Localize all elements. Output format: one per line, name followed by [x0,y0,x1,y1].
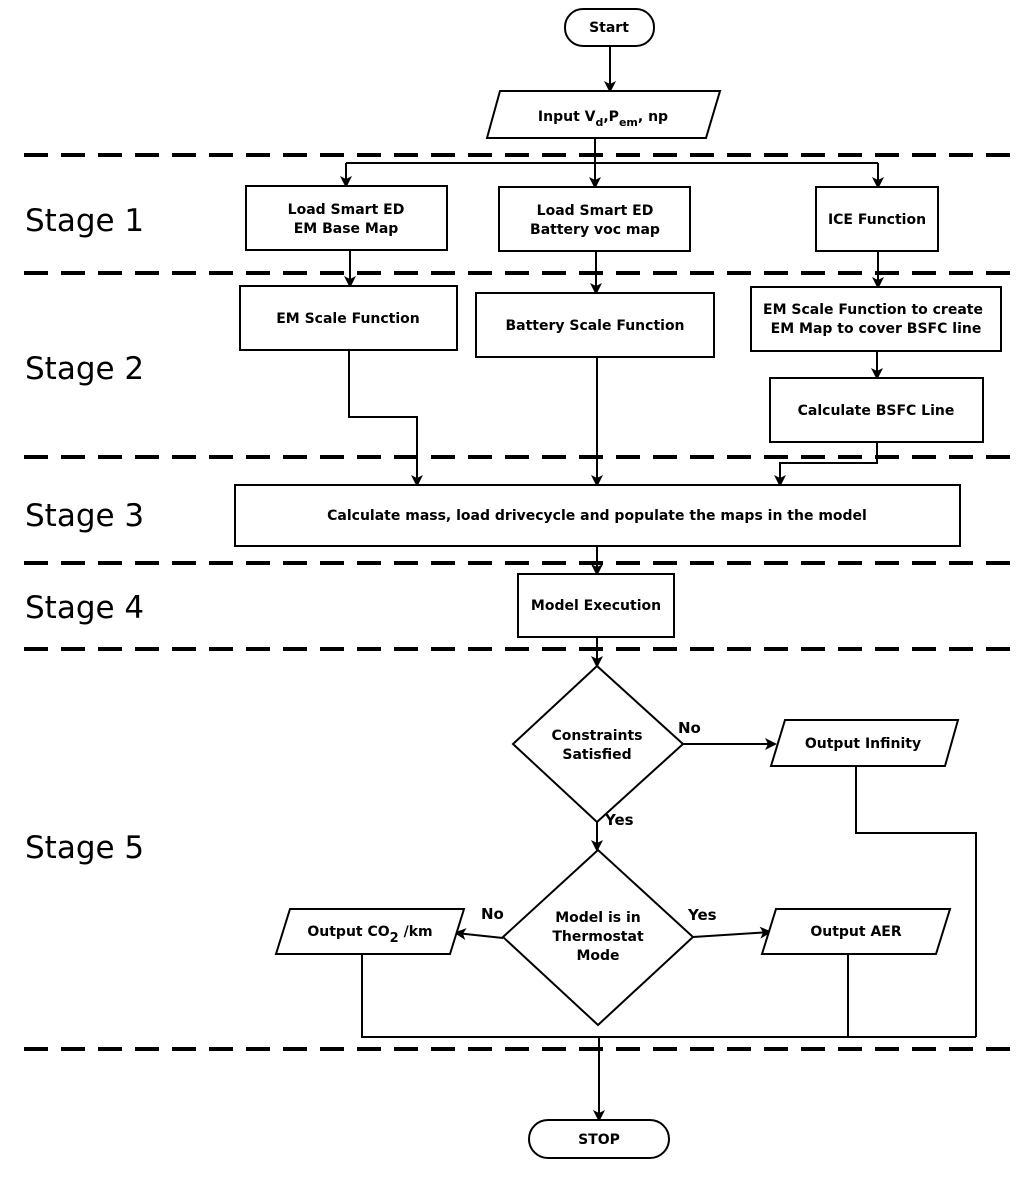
stage-separators [24,153,1010,1051]
output-infinity-label: Output Infinity [805,736,921,752]
input-label-suffix: , np [638,109,668,125]
thermostat-decision: Model is in Thermostat Mode [501,848,695,1027]
bsfc-node: Calculate BSFC Line [769,377,984,443]
constraints-yes-label: Yes [604,811,634,829]
stop-label: STOP [578,1132,620,1148]
stage-5-label: Stage 5 [25,830,144,866]
input-label-sub2: em [619,116,638,129]
battery-scale-label: Battery Scale Function [505,318,684,334]
start-label: Start [589,20,629,36]
load-em-node: Load Smart ED EM Base Map [245,185,448,251]
constraints-label-line1: Constraints [551,728,642,744]
arrow-em-scale-to-calc [348,350,423,487]
calc-mass-label: Calculate mass, load drivecycle and popu… [327,508,867,524]
em-scale-bsfc-label-line2: EM Map to cover BSFC line [771,321,982,337]
connector-infinity-to-merge [855,766,977,1037]
input-label-prefix: Input V [538,109,596,125]
thermostat-label-line3: Mode [576,948,619,964]
calc-mass-node: Calculate mass, load drivecycle and popu… [234,484,961,547]
thermostat-no-label: No [481,905,504,923]
thermostat-label-line2: Thermostat [552,929,644,945]
constraints-no-label: No [678,719,701,737]
output-aer-label: Output AER [810,924,902,940]
model-exec-node: Model Execution [517,573,675,638]
output-infinity-node: Output Infinity [769,719,960,767]
input-label-mid: ,P [603,109,619,125]
em-scale-bsfc-node: EM Scale Function to create EM Map to co… [750,286,1002,352]
input-label-sub1: d [595,116,603,129]
thermostat-label-line1: Model is in [555,910,641,926]
connector-merge-bar [361,954,976,1038]
em-scale-bsfc-label-line1: EM Scale Function to create [763,302,983,318]
input-label: Input Vd,Pem, np [538,109,668,129]
output-co2-label: Output CO2 /km [307,924,432,946]
output-co2-label-suffix: /km [399,924,433,940]
thermostat-yes-label: Yes [687,906,717,924]
load-battery-node: Load Smart ED Battery voc map [498,186,691,252]
connectors [340,46,977,1122]
ice-node: ICE Function [815,186,939,252]
em-scale-node: EM Scale Function [239,285,458,351]
model-exec-label: Model Execution [531,598,661,614]
stage-2-label: Stage 2 [25,351,144,387]
arrow-bsfc-to-calc [774,442,878,487]
stage-4-label: Stage 4 [25,590,144,626]
ice-label: ICE Function [828,212,926,228]
em-scale-label: EM Scale Function [276,311,420,327]
arrow-thermostat-no [454,928,504,941]
bsfc-label: Calculate BSFC Line [798,403,955,419]
start-node: Start [564,8,655,47]
constraints-decision: Constraints Satisfied [511,664,685,824]
input-node: Input Vd,Pem, np [485,90,722,139]
stage-3-label: Stage 3 [25,498,144,534]
load-em-label-line2: EM Base Map [294,221,399,237]
output-co2-label-prefix: Output CO [307,924,389,940]
arrow-thermostat-yes [692,926,772,939]
output-co2-node: Output CO2 /km [274,908,466,955]
load-battery-label-line1: Load Smart ED [537,203,654,219]
output-aer-node: Output AER [760,908,952,955]
load-battery-label-line2: Battery voc map [530,222,660,238]
stop-node: STOP [528,1119,670,1159]
battery-scale-node: Battery Scale Function [475,292,715,358]
output-co2-label-sub: 2 [390,931,399,946]
load-em-label-line1: Load Smart ED [288,202,405,218]
constraints-label-line2: Satisfied [562,747,631,763]
stage-1-label: Stage 1 [25,203,144,239]
